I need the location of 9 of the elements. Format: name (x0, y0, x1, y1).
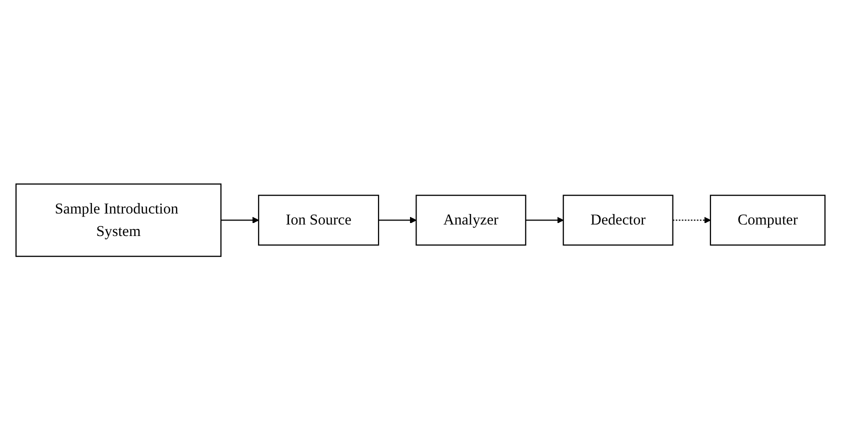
node-box: Sample Introduction System (15, 184, 222, 258)
arrow (526, 217, 564, 224)
node-box: Dedector (562, 195, 674, 246)
arrow (378, 217, 416, 224)
node-box: Analyzer (416, 195, 526, 246)
node-box: Computer (710, 195, 826, 246)
node-box: Ion Source (258, 195, 380, 246)
arrow (220, 217, 259, 224)
arrow (672, 217, 711, 224)
